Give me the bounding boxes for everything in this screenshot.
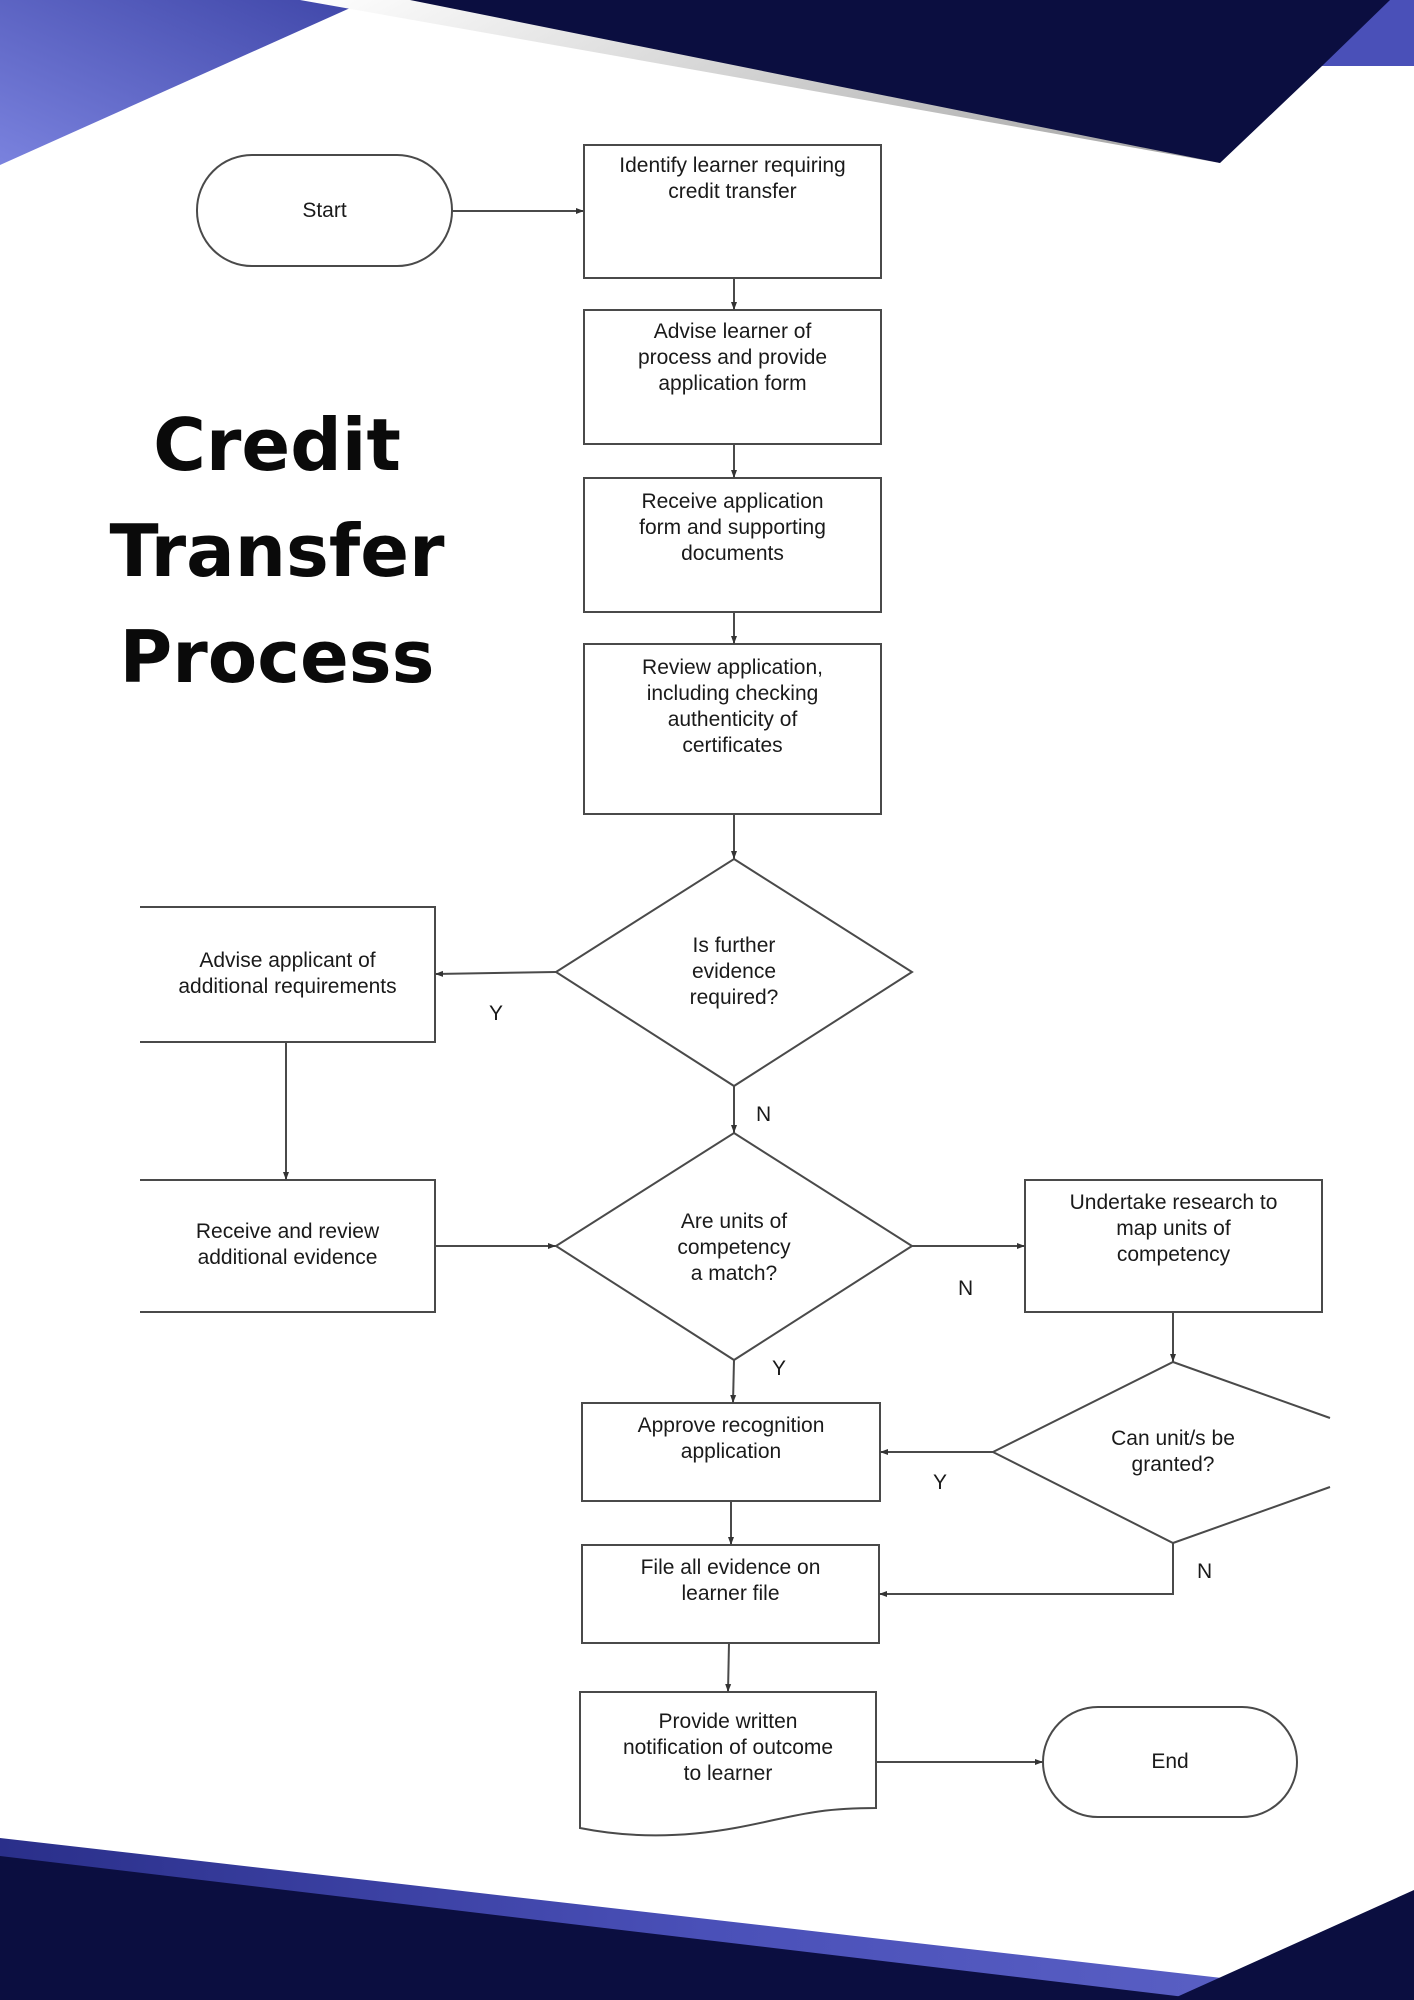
receive-line-1: Receive application [641, 490, 824, 513]
approve-line-1: Approve recognition [637, 1414, 825, 1437]
match-line-3: a match? [690, 1262, 778, 1285]
advise-line-2: process and provide [637, 346, 828, 369]
connector-granted-file [879, 1543, 1174, 1597]
further-line-2: evidence [691, 960, 777, 983]
bottom-navy-band [0, 1856, 1210, 2000]
advise-line-3: application form [658, 372, 807, 395]
granted-line-2: granted? [1131, 1453, 1215, 1476]
end-label: End [1151, 1750, 1189, 1773]
page-title-line-3: Process [119, 615, 435, 699]
review-line-3: authenticity of [667, 708, 798, 731]
page-title-line-2: Transfer [109, 509, 445, 593]
receive-line-3: documents [681, 542, 784, 565]
further-no-label: N [756, 1103, 772, 1126]
top-navy-band [410, 0, 1414, 163]
file-line-1: File all evidence on [640, 1556, 821, 1579]
written-notification-document [579, 1691, 877, 1837]
further-yes-label: Y [489, 1002, 504, 1025]
further-line-1: Is further [692, 934, 776, 957]
match-line-2: competency [677, 1236, 791, 1259]
further-line-3: required? [689, 986, 779, 1009]
notify-line-3: to learner [683, 1762, 773, 1785]
match-yes-label: Y [772, 1357, 787, 1380]
receive-additional-line-1: Receive and review [195, 1220, 380, 1243]
granted-no-label: N [1197, 1560, 1213, 1583]
connector-file-notify [725, 1642, 732, 1693]
bottom-right-navy-shape [1170, 1890, 1414, 2000]
granted-line-1: Can unit/s be [1111, 1427, 1235, 1450]
advise-additional-line-2: additional requirements [178, 975, 397, 998]
review-line-2: including checking [646, 682, 819, 705]
advise-learner-text: Advise learner of process and provide ap… [584, 319, 881, 397]
units-granted-text: Can unit/s be granted? [1073, 1426, 1273, 1478]
further-evidence-text: Is further evidence required? [634, 933, 834, 1011]
receive-additional-line-2: additional evidence [197, 1246, 378, 1269]
research-line-2: map units of [1116, 1217, 1231, 1240]
approve-line-2: application [680, 1440, 782, 1463]
advise-additional-text: Advise applicant of additional requireme… [140, 948, 435, 1000]
advise-learner-box [583, 309, 882, 445]
connector-further-advise-additional [434, 970, 557, 977]
receive-application-text: Receive application form and supporting … [584, 489, 881, 567]
match-line-1: Are units of [680, 1210, 788, 1233]
receive-line-2: form and supporting [639, 516, 826, 539]
research-line-1: Undertake research to [1069, 1191, 1278, 1214]
identify-learner-text: Identify learner requiring credit transf… [584, 153, 881, 205]
undertake-research-text: Undertake research to map units of compe… [1025, 1190, 1322, 1268]
review-application-box [583, 643, 882, 815]
notify-line-2: notification of outcome [622, 1736, 834, 1759]
approve-recognition-text: Approve recognition application [582, 1413, 880, 1465]
granted-yes-label: Y [933, 1471, 948, 1494]
page-title-line-1: Credit [153, 403, 401, 487]
identify-line-1: Identify learner requiring [619, 154, 846, 177]
advise-additional-line-1: Advise applicant of [199, 949, 376, 972]
written-notification-text: Provide written notification of outcome … [580, 1709, 876, 1787]
notify-line-1: Provide written [658, 1710, 798, 1733]
units-match-text: Are units of competency a match? [634, 1209, 834, 1287]
file-evidence-text: File all evidence on learner file [582, 1555, 879, 1607]
match-no-label: N [958, 1277, 974, 1300]
review-line-4: certificates [682, 734, 783, 757]
top-left-corner-shape [0, 0, 368, 165]
file-line-2: learner file [681, 1582, 780, 1605]
receive-application-box [583, 477, 882, 613]
advise-line-1: Advise learner of [653, 320, 812, 343]
start-label: Start [302, 198, 347, 222]
connector-match-approve [730, 1359, 737, 1404]
receive-additional-text: Receive and review additional evidence [140, 1219, 435, 1271]
identify-line-2: credit transfer [668, 180, 797, 203]
review-line-1: Review application, [642, 656, 823, 679]
research-line-3: competency [1116, 1243, 1231, 1266]
top-right-royal-shape [1322, 0, 1414, 66]
review-application-text: Review application, including checking a… [584, 655, 881, 759]
page-title: Credit Transfer Process [82, 392, 472, 710]
